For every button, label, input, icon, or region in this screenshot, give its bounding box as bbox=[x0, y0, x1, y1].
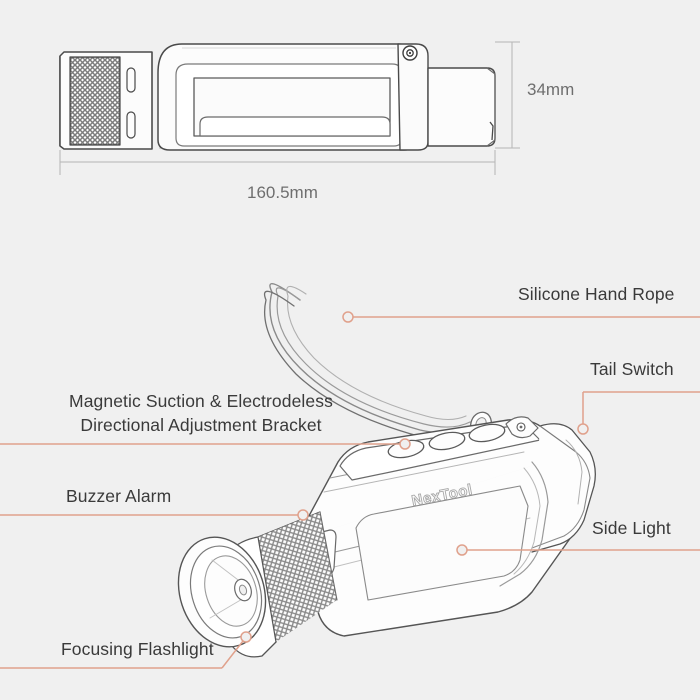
callout-marker-buzzer-alarm bbox=[297, 509, 309, 521]
top-view-drawing bbox=[59, 43, 496, 151]
callout-line-2: Directional Adjustment Bracket bbox=[80, 414, 322, 435]
callout-marker-side-light bbox=[456, 544, 468, 556]
dimension-label-length: 160.5mm bbox=[247, 183, 318, 202]
callout-line-1: Magnetic Suction & Electrodeless bbox=[69, 391, 333, 411]
callout-label-tail-switch: Tail Switch bbox=[590, 359, 674, 379]
callout-label-side-light: Side Light bbox=[592, 518, 671, 538]
callout-label-focusing-flashlight: Focusing Flashlight bbox=[61, 639, 214, 659]
button-2 bbox=[428, 431, 466, 451]
dimension-label-height: 34mm bbox=[527, 80, 575, 99]
callout-label-buzzer-alarm: Buzzer Alarm bbox=[66, 486, 172, 506]
callout-leader-focusing-flashlight bbox=[221, 640, 244, 669]
callout-label-silicone-hand-rope: Silicone Hand Rope bbox=[518, 284, 675, 304]
callout-label-magnetic-suction-bracket: Magnetic Suction & Electrodeless Directi… bbox=[66, 390, 336, 437]
callout-marker-magnetic-suction-bracket bbox=[399, 438, 411, 450]
dimension-lines bbox=[59, 41, 520, 175]
callout-marker-focusing-flashlight bbox=[240, 631, 252, 643]
perspective-product-drawing bbox=[177, 283, 596, 658]
callout-marker-silicone-hand-rope bbox=[342, 311, 354, 323]
callout-marker-tail-switch bbox=[577, 423, 589, 435]
button-3 bbox=[468, 423, 506, 443]
callout-leader-lines bbox=[0, 311, 700, 669]
